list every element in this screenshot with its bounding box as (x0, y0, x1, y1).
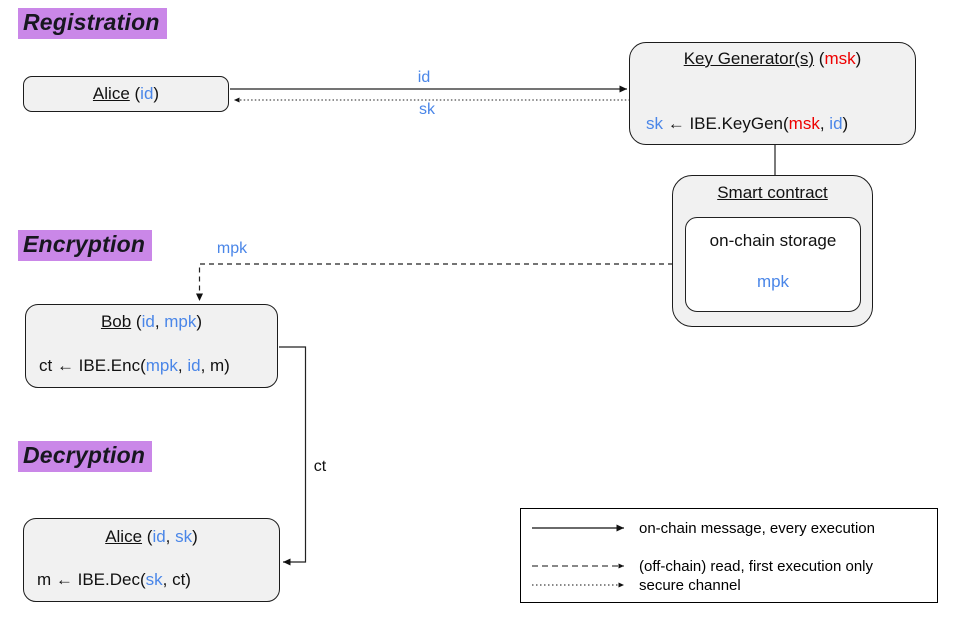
legend-item-offchain-read: (off-chain) read, first execution only (531, 556, 873, 576)
legend-label: secure channel (639, 576, 741, 594)
sk-arrow-label: sk (419, 101, 435, 118)
alice-decryption-title: Alice (id, sk) (105, 527, 198, 546)
bob-formula: ct ← IBE.Enc(mpk, id, m) (39, 356, 230, 375)
solid-arrow-icon (532, 524, 624, 532)
decryption-heading: Decryption (18, 441, 153, 473)
mpk-arrow (196, 263, 673, 301)
dashed-arrow-icon (532, 563, 624, 569)
on-chain-storage-label: on-chain storage (709, 231, 837, 250)
dotted-arrow-icon (532, 582, 624, 588)
bob-title: Bob (id, mpk) (100, 312, 203, 331)
alice-registration-title: Alice (id) (92, 84, 160, 103)
alice-registration-box: Alice (id) (23, 76, 229, 112)
on-chain-storage-box: on-chain storage mpk (685, 217, 861, 312)
smart-contract-title: Smart contract (717, 183, 828, 202)
stored-mpk-value: mpk (756, 272, 790, 291)
key-generator-title: Key Generator(s) (msk) (683, 49, 862, 68)
alice-decryption-formula: m ← IBE.Dec(sk, ct) (37, 570, 191, 589)
ct-arrow (279, 346, 307, 566)
legend-label: on-chain message, every execution (639, 519, 875, 537)
smart-contract-box: Smart contract on-chain storage mpk (672, 175, 873, 327)
legend-box: on-chain message, every execution (off-c… (520, 508, 938, 603)
legend-item-onchain-message: on-chain message, every execution (531, 518, 875, 538)
keygen-formula: sk ← IBE.KeyGen(msk, id) (646, 114, 849, 133)
mpk-arrow-label: mpk (216, 240, 248, 257)
bob-box: Bob (id, mpk) ct ← IBE.Enc(mpk, id, m) (25, 304, 278, 388)
registration-heading: Registration (18, 8, 167, 40)
id-arrow-label: id (417, 69, 431, 86)
ct-arrow-label: ct (313, 458, 327, 475)
encryption-heading: Encryption (18, 230, 153, 262)
legend-label: (off-chain) read, first execution only (639, 557, 874, 575)
legend-item-secure-channel: secure channel (531, 575, 741, 595)
alice-decryption-box: Alice (id, sk) m ← IBE.Dec(sk, ct) (23, 518, 280, 602)
key-generator-box: Key Generator(s) (msk) sk ← IBE.KeyGen(m… (629, 42, 916, 145)
